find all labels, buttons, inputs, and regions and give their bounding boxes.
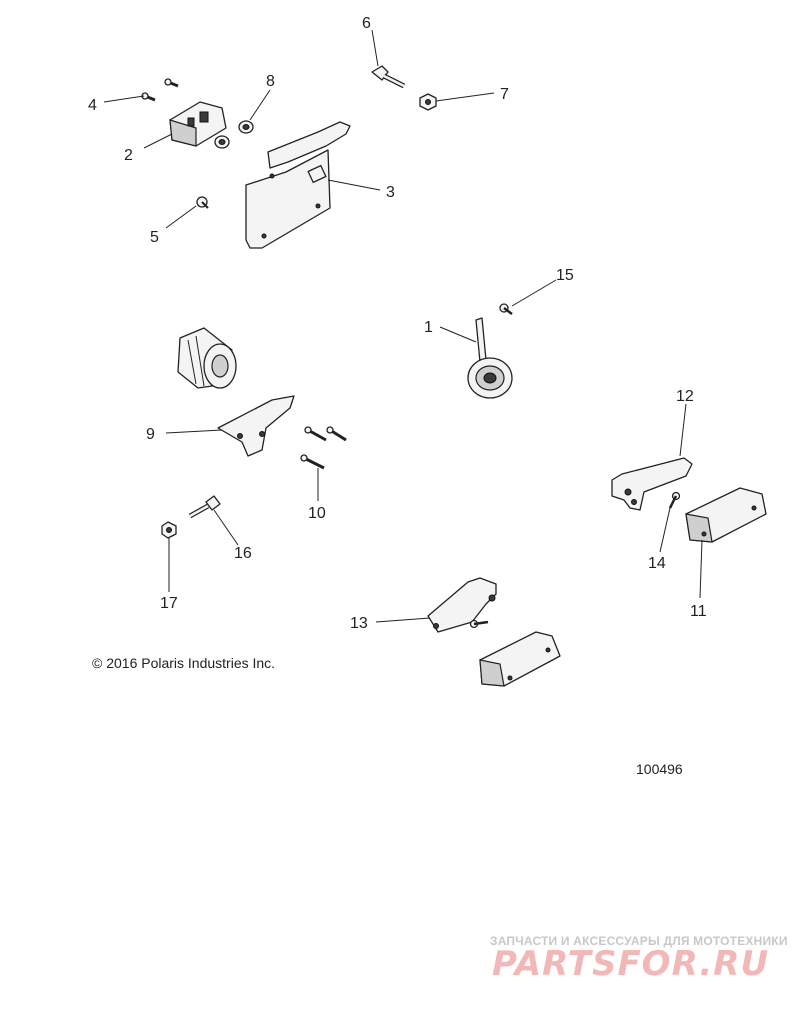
leader-8 [249, 89, 271, 121]
part-12-light-bracket [611, 457, 693, 511]
watermark-logo: PARTSFOR.RU [492, 944, 770, 984]
part-16-bolt [188, 495, 221, 519]
leader-2 [143, 133, 173, 149]
callout-4: 4 [88, 97, 97, 114]
watermark-tagline: ЗАПЧАСТИ И АКСЕССУАРЫ ДЛЯ МОТОТЕХНИКИ [490, 934, 788, 948]
part-2-switch-housing [169, 101, 227, 147]
callout-15: 15 [556, 267, 574, 284]
leader-4 [103, 95, 145, 103]
part-5-push-pin [196, 196, 209, 209]
part-3-plate-bracket [245, 121, 351, 249]
callout-14: 14 [648, 555, 666, 572]
callout-13: 13 [350, 615, 368, 632]
marker-light-lower [479, 631, 561, 687]
leader-15 [511, 279, 557, 307]
leader-3 [327, 179, 381, 191]
part-13-screw [469, 619, 489, 629]
callout-7: 7 [500, 86, 509, 103]
callout-6: 6 [362, 15, 371, 32]
part-11-marker-light [685, 487, 767, 543]
copyright-notice: © 2016 Polaris Industries Inc. [92, 655, 276, 671]
callout-2: 2 [124, 147, 133, 164]
horn-assembly [177, 327, 237, 389]
part-17-nut [161, 521, 177, 539]
leader-7 [435, 92, 495, 102]
callout-16: 16 [234, 545, 252, 562]
leader-9 [165, 429, 223, 434]
callout-9: 9 [146, 426, 155, 443]
leader-5 [165, 205, 197, 229]
part-13-light-bracket [427, 577, 497, 633]
leader-1 [439, 326, 477, 343]
part-4-screw [141, 78, 179, 102]
diagram-number: 100496 [636, 761, 683, 777]
callout-12: 12 [676, 388, 694, 405]
part-6-bolt [371, 65, 406, 89]
callout-11: 11 [690, 603, 707, 620]
part-9-horn-bracket [217, 395, 295, 457]
part-8-grommet [214, 120, 254, 149]
leader-16 [213, 509, 239, 546]
callout-17: 17 [160, 595, 178, 612]
leader-13 [375, 617, 431, 623]
callout-5: 5 [150, 229, 159, 246]
part-10-screw [300, 426, 347, 470]
leader-12 [679, 403, 687, 457]
callout-10: 10 [308, 505, 326, 522]
part-15-screw [499, 303, 513, 315]
part-1-horn [467, 317, 513, 399]
leader-6 [371, 29, 379, 67]
callout-3: 3 [386, 184, 395, 201]
callout-8: 8 [266, 73, 275, 90]
part-7-nut [419, 93, 437, 111]
callout-1: 1 [424, 319, 433, 336]
part-14-screw [668, 491, 681, 509]
leader-11 [699, 539, 703, 599]
leader-14 [659, 507, 671, 553]
